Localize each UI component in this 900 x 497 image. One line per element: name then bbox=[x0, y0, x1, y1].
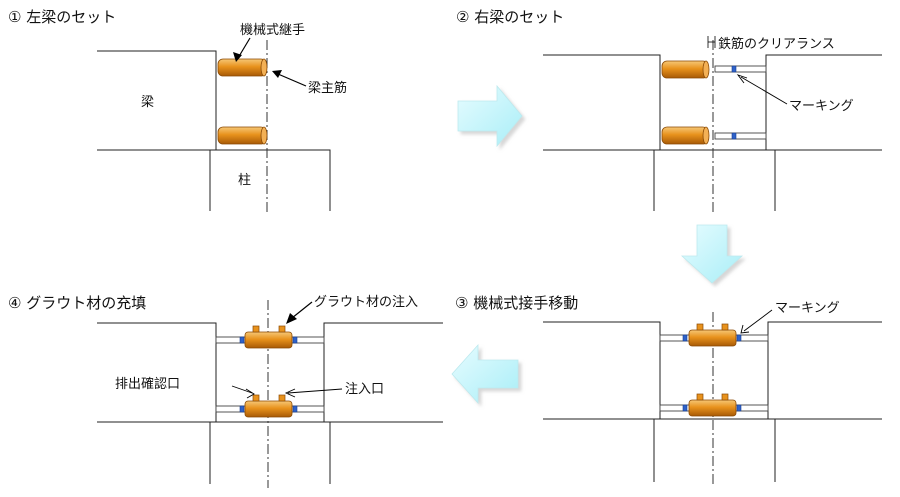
marking-top-right bbox=[292, 336, 298, 344]
marking-leader bbox=[740, 76, 788, 105]
step-4-title: ④ グラウト材の充填 bbox=[8, 294, 146, 312]
step-3-panel: ③ 機械式接手移動 マーキング bbox=[455, 294, 882, 484]
mechanical-coupler-bottom bbox=[217, 126, 268, 145]
mechanical-coupler-top bbox=[244, 325, 293, 349]
step-2-panel: ② 右梁のセット 鉄筋のクリアランス マーキング bbox=[456, 8, 882, 213]
right-rebar-bottom bbox=[714, 132, 767, 140]
discharge-port-label: 排出確認口 bbox=[115, 376, 180, 392]
arrow-step1-to-step2 bbox=[457, 84, 523, 148]
column-label: 柱 bbox=[238, 173, 251, 188]
left-beam bbox=[97, 322, 217, 423]
marking-bottom bbox=[731, 132, 737, 140]
right-beam bbox=[323, 322, 443, 423]
column-right-edge bbox=[654, 418, 776, 482]
column-left-edge bbox=[97, 421, 211, 484]
coupler-label: 機械式継手 bbox=[240, 23, 305, 38]
mechanical-coupler-top bbox=[688, 323, 737, 347]
discharge-leader bbox=[231, 385, 253, 394]
grout-inject-leader bbox=[291, 301, 313, 319]
step-1-panel: ① 左梁のセット 梁 柱 機械式継手 梁主筋 bbox=[8, 8, 347, 213]
marking-top bbox=[731, 65, 737, 73]
discharge-arrowhead bbox=[245, 388, 255, 399]
column-left-edge bbox=[543, 418, 655, 482]
marking-label: マーキング bbox=[789, 99, 854, 114]
right-beam bbox=[767, 321, 882, 420]
rebar-arrowhead bbox=[272, 70, 282, 78]
coupler-arrowhead bbox=[233, 52, 242, 62]
mechanical-coupler-bottom bbox=[688, 393, 737, 417]
left-beam bbox=[543, 321, 661, 420]
column-left-edge bbox=[543, 149, 655, 211]
mechanical-coupler-bottom bbox=[661, 126, 710, 145]
marking-top-right bbox=[736, 334, 742, 342]
column-left-edge bbox=[97, 149, 211, 211]
column-right-edge bbox=[210, 421, 331, 484]
arrow-step2-to-step3 bbox=[680, 224, 744, 284]
marking-bottom-left bbox=[239, 405, 245, 413]
marking-arrowhead bbox=[736, 74, 748, 84]
rebar-label: 梁主筋 bbox=[308, 80, 347, 96]
column-right-edge bbox=[210, 149, 331, 211]
step-4-panel: ④ グラウト材の充填 グラウト材の注入 排出確認口 bbox=[8, 294, 443, 488]
step-2-title: ② 右梁のセット bbox=[456, 8, 564, 26]
mechanical-coupler-bottom bbox=[244, 394, 293, 418]
marking-bottom-right bbox=[292, 405, 298, 413]
inlet-label: 注入口 bbox=[345, 382, 384, 397]
step-3-title: ③ 機械式接手移動 bbox=[455, 294, 578, 312]
marking-arrowhead bbox=[740, 324, 750, 334]
clearance-label: 鉄筋のクリアランス bbox=[718, 36, 835, 52]
arrow-step3-to-step4 bbox=[451, 343, 519, 405]
step-1-title: ① 左梁のセット bbox=[8, 8, 116, 26]
inlet-leader bbox=[287, 388, 343, 394]
marking-bottom-left bbox=[682, 404, 688, 412]
mechanical-coupler-top bbox=[661, 60, 710, 79]
right-rebar-top bbox=[714, 65, 767, 73]
left-beam bbox=[97, 50, 217, 151]
marking-top-left bbox=[682, 334, 688, 342]
marking-bottom-right bbox=[736, 404, 742, 412]
marking-leader bbox=[743, 309, 773, 332]
marking-top-left bbox=[239, 336, 245, 344]
inlet-arrowhead bbox=[284, 388, 296, 398]
mechanical-coupler-top bbox=[217, 58, 268, 77]
grout-inject-label: グラウト材の注入 bbox=[314, 295, 418, 310]
rebar-leader bbox=[277, 73, 307, 87]
marking-label: マーキング bbox=[775, 301, 840, 316]
grout-inject-arrowhead bbox=[286, 313, 297, 324]
column-right-edge bbox=[654, 149, 776, 211]
left-beam bbox=[543, 54, 661, 151]
beam-label: 梁 bbox=[141, 95, 154, 110]
